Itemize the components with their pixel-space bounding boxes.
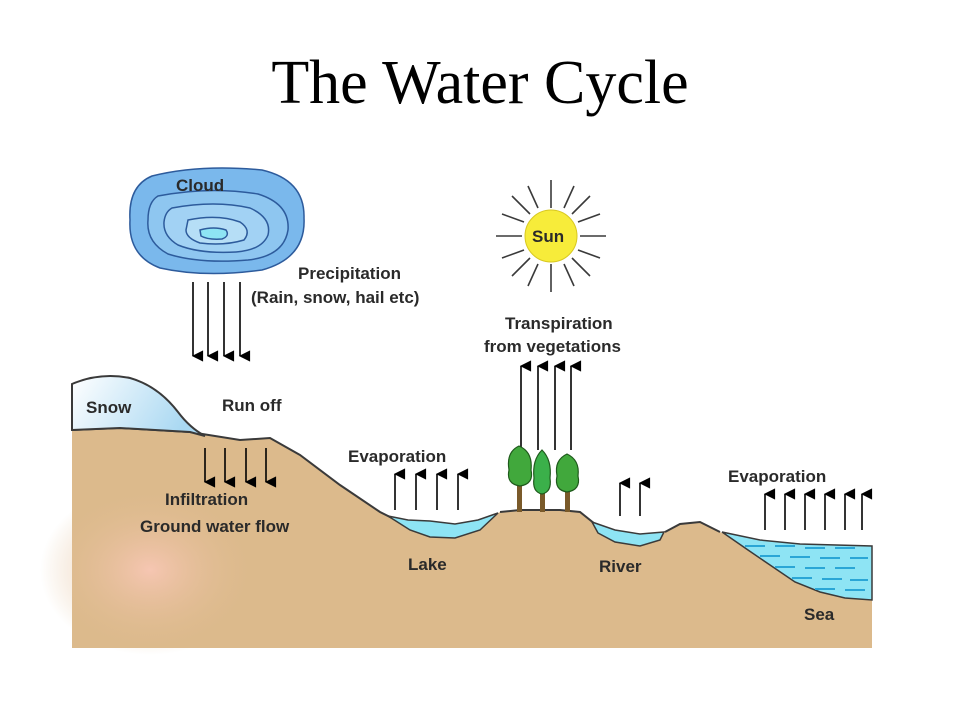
evaporation-sea-label: Evaporation xyxy=(728,467,826,486)
trees xyxy=(507,445,580,512)
snow-label: Snow xyxy=(86,398,132,417)
evaporation-lake-label: Evaporation xyxy=(348,447,446,466)
evaporation-river-arrows xyxy=(618,477,651,516)
ground-pink-patch xyxy=(40,485,260,655)
river-label: River xyxy=(599,557,642,576)
run-off-label: Run off xyxy=(222,396,282,415)
lake-water xyxy=(387,512,499,539)
precipitation-detail-label: (Rain, snow, hail etc) xyxy=(251,288,419,307)
transpiration-arrows xyxy=(519,360,582,450)
infiltration-label: Infiltration xyxy=(165,490,248,509)
evaporation-sea-arrows xyxy=(763,488,873,530)
snow-cap xyxy=(71,375,206,437)
lake-label: Lake xyxy=(408,555,447,574)
precipitation-arrows xyxy=(191,282,251,362)
precipitation-label: Precipitation xyxy=(298,264,401,283)
sun-label: Sun xyxy=(532,227,564,246)
transpiration-detail-label: from vegetations xyxy=(484,337,621,356)
sun: Sun xyxy=(496,180,606,292)
cloud-label: Cloud xyxy=(176,176,224,195)
infiltration-arrows xyxy=(203,448,277,488)
tree xyxy=(555,453,580,512)
sea-water xyxy=(721,531,873,601)
tree xyxy=(507,445,533,512)
river-water xyxy=(590,520,666,547)
ground-water-flow-label: Ground water flow xyxy=(140,517,290,536)
transpiration-label: Transpiration xyxy=(505,314,613,333)
sea-label: Sea xyxy=(804,605,835,624)
page-title: The Water Cycle xyxy=(271,49,689,117)
evaporation-lake-arrows xyxy=(393,468,469,510)
cloud: Cloud xyxy=(129,167,305,275)
tree xyxy=(533,449,551,512)
